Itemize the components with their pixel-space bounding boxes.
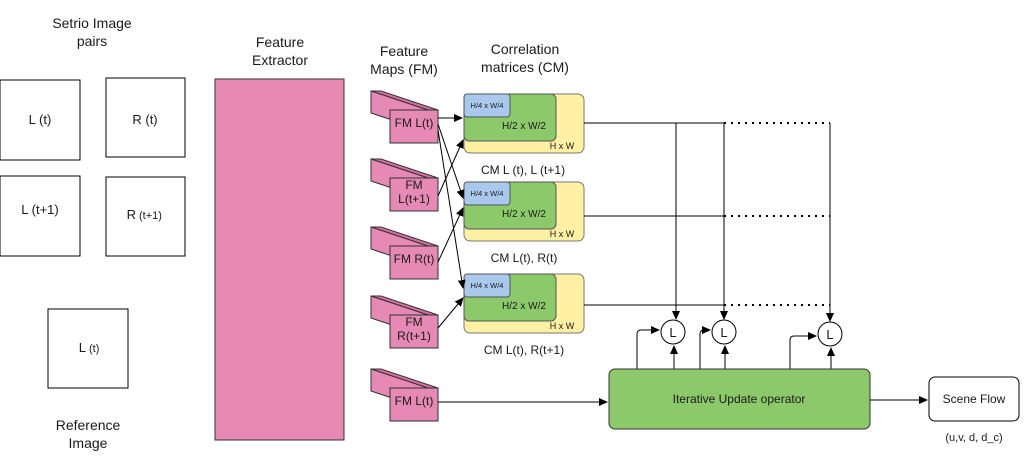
cm2-full-label: H x W <box>550 229 575 239</box>
image-right-t-label: R (t) <box>132 112 157 127</box>
reference-image: L (t) <box>47 308 129 389</box>
stereo-header-line1: Setrio Image <box>52 15 132 31</box>
feature-map-r-t1-line1: FM <box>405 315 422 329</box>
feature-map-l-t-reference: FM L(t) <box>370 368 439 422</box>
cm-header: Correlation matrices (CM) <box>481 41 569 75</box>
feature-map-r-t: FM R(t) <box>370 226 439 280</box>
feature-extractor-block <box>214 78 345 441</box>
fm-header: Feature Maps (FM) <box>370 43 438 77</box>
stereo-header-line2: pairs <box>77 33 107 49</box>
lookup-node-1-label: L <box>669 325 676 340</box>
loop-arrow-3 <box>789 332 817 369</box>
feature-map-l-t: FM L(t) <box>370 90 439 144</box>
reference-header: Reference Image <box>56 417 121 451</box>
correlation-matrix-2-caption: CM L(t), R(t) <box>491 251 558 265</box>
cm2-quarter-label: H/4 x W/4 <box>471 189 504 198</box>
arrow-fm-lt-to-cm3 <box>437 129 466 289</box>
image-left-t: L (t) <box>0 79 81 161</box>
scene-flow-output: Scene Flow <box>928 376 1020 422</box>
correlation-matrix-1-caption: CM L (t), L (t+1) <box>481 163 565 177</box>
lookup-node-3-label: L <box>826 327 833 342</box>
cm1-full-label: H x W <box>550 141 575 151</box>
reference-image-sub: (t) <box>89 343 99 355</box>
lookup-node-2: L <box>711 319 737 345</box>
arrow-fm-rt1-to-cm3 <box>437 297 464 329</box>
feature-map-r-t1: FM R(t+1) <box>370 295 439 349</box>
extractor-header: Feature Extractor <box>252 34 308 68</box>
fm-header-line2: Maps (FM) <box>370 61 438 77</box>
feature-map-l-t1-line1: FM <box>405 178 422 192</box>
image-right-t: R (t) <box>105 77 186 158</box>
loop-arrow-1 <box>636 326 660 369</box>
lookup-node-2-label: L <box>720 325 727 340</box>
lookup-node-3: L <box>817 321 843 347</box>
feature-map-r-t1-line2: R(t+1) <box>397 329 431 343</box>
iterative-update-operator-label: Iterative Update operator <box>673 392 806 406</box>
cm-output-lines <box>584 122 834 322</box>
feature-map-l-t1-line2: L(t+1) <box>398 192 430 206</box>
cm3-quarter-label: H/4 x W/4 <box>471 281 504 290</box>
scene-flow-label: Scene Flow <box>943 392 1006 406</box>
lookup-node-1: L <box>660 319 686 345</box>
feature-map-l-t-label: FM L(t) <box>395 116 434 130</box>
iteration-arrows <box>636 326 835 369</box>
scene-flow-caption: (u,v, d, d_c) <box>945 432 1002 444</box>
cm1-quarter-label: H/4 x W/4 <box>471 101 504 110</box>
correlation-matrix-3-caption: CM L(t), R(t+1) <box>484 343 564 357</box>
correlation-matrix-2: H/4 x W/4 H/2 x W/2 H x W <box>463 181 585 242</box>
correlation-matrix-1: H/4 x W/4 H/2 x W/2 H x W <box>463 93 585 154</box>
correlation-matrix-3: H/4 x W/4 H/2 x W/2 H x W <box>463 273 585 334</box>
reference-image-label: L <box>79 340 86 355</box>
cm-header-line1: Correlation <box>491 41 559 57</box>
arrow-fm-lt-to-cm2 <box>437 123 465 199</box>
iterative-update-operator: Iterative Update operator <box>608 368 871 430</box>
image-left-t1-label: L (t+1) <box>21 202 58 217</box>
reference-header-line2: Image <box>69 435 108 451</box>
extractor-header-line1: Feature <box>256 34 304 50</box>
cm-header-line2: matrices (CM) <box>481 59 569 75</box>
loop-arrow-2 <box>699 326 711 369</box>
fm-to-cm-connections <box>437 114 466 329</box>
image-left-t1: L (t+1) <box>0 175 81 257</box>
feature-map-l-t-reference-label: FM L(t) <box>395 394 434 408</box>
reference-header-line1: Reference <box>56 417 121 433</box>
cm1-quarter-level <box>463 93 511 118</box>
stereo-header: Setrio Image pairs <box>52 15 132 49</box>
feature-map-l-t1: FM L(t+1) <box>370 158 439 212</box>
extractor-header-line2: Extractor <box>252 52 308 68</box>
image-right-t1: R (t+1) <box>105 176 186 257</box>
cm3-full-label: H x W <box>550 321 575 331</box>
feature-map-r-t-label: FM R(t) <box>394 252 435 266</box>
cm1-half-label: H/2 x W/2 <box>502 121 546 132</box>
image-right-t1-sub: (t+1) <box>139 210 162 222</box>
cm2-half-label: H/2 x W/2 <box>502 209 546 220</box>
cm3-half-label: H/2 x W/2 <box>502 301 546 312</box>
arrow-fm-lt1-to-cm1 <box>437 139 464 197</box>
image-right-t1-label: R <box>127 207 136 222</box>
fm-header-line1: Feature <box>380 43 428 59</box>
arrow-fm-rt-to-cm2 <box>437 207 464 263</box>
image-left-t-label: L (t) <box>29 112 52 127</box>
